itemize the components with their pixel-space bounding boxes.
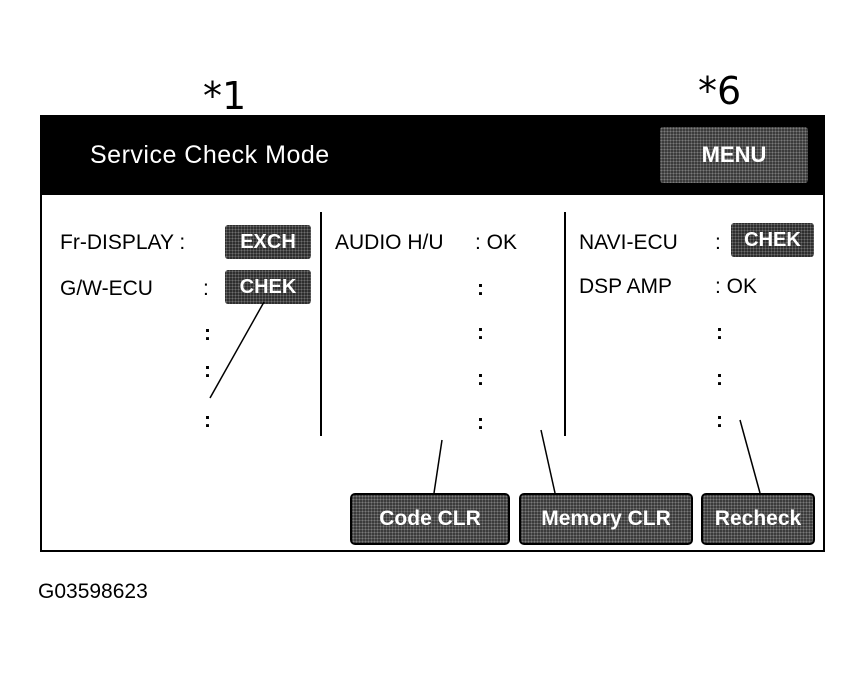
figure-id: G03598623	[38, 580, 148, 603]
gw-ecu-label: G/W-ECU	[60, 277, 153, 300]
right-ellipsis-3: :	[716, 409, 723, 432]
recheck-button[interactable]: Recheck	[701, 493, 815, 545]
left-ellipsis-1: :	[204, 322, 211, 345]
gw-ecu-status-badge[interactable]: CHEK	[225, 270, 311, 304]
callout-6: *6	[698, 69, 742, 113]
column-divider-2	[564, 212, 566, 436]
mid-ellipsis-3: :	[477, 367, 484, 390]
left-ellipsis-2: :	[204, 359, 211, 382]
title-bar: Service Check Mode MENU	[42, 117, 823, 195]
dsp-amp-value: : OK	[715, 275, 758, 298]
fr-display-status-badge[interactable]: EXCH	[225, 225, 311, 259]
left-ellipsis-3: :	[204, 409, 211, 432]
right-ellipsis-2: :	[716, 367, 723, 390]
gw-ecu-colon: :	[203, 277, 209, 300]
fr-display-label: Fr-DISPLAY :	[60, 231, 186, 254]
service-check-screen: Service Check Mode MENU Fr-DISPLAY : EXC…	[40, 115, 825, 552]
mid-ellipsis-1: :	[477, 277, 484, 300]
audio-hu-value: : OK	[475, 231, 518, 254]
memory-clr-button[interactable]: Memory CLR	[519, 493, 693, 545]
mid-ellipsis-4: :	[477, 411, 484, 434]
navi-ecu-label: NAVI-ECU	[579, 231, 678, 254]
screen-title: Service Check Mode	[90, 141, 330, 169]
column-divider-1	[320, 212, 322, 436]
right-ellipsis-1: :	[716, 321, 723, 344]
code-clr-button[interactable]: Code CLR	[350, 493, 510, 545]
navi-ecu-status-badge[interactable]: CHEK	[731, 223, 814, 257]
mid-ellipsis-2: :	[477, 321, 484, 344]
menu-button[interactable]: MENU	[660, 127, 808, 183]
audio-hu-label: AUDIO H/U	[335, 231, 444, 254]
callout-1: *1	[203, 74, 247, 118]
dsp-amp-label: DSP AMP	[579, 275, 672, 298]
navi-ecu-colon: :	[715, 231, 721, 254]
